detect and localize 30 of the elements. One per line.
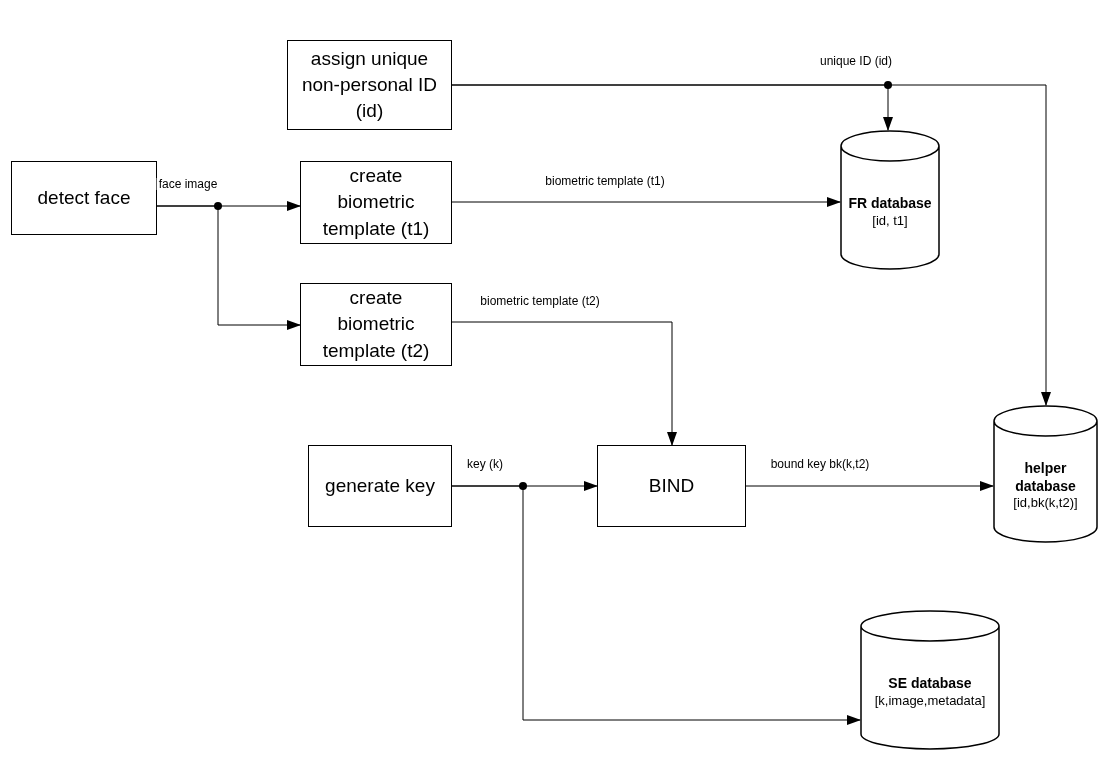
process-box <box>308 445 452 527</box>
process-box <box>597 445 746 527</box>
arrow <box>156 205 301 330</box>
database-name: SE database <box>887 675 973 693</box>
arrow <box>745 481 994 491</box>
arrow <box>451 197 841 207</box>
database-name: FR database <box>847 195 933 213</box>
process-box <box>11 161 157 235</box>
process-text: BIND <box>648 473 695 498</box>
arrow <box>451 84 1051 406</box>
edge-label: bound key bk(k,t2) <box>768 458 872 470</box>
arrow <box>451 321 677 446</box>
edge-label: biometric template (t2) <box>478 295 602 307</box>
process-text: create biometric template (t1) <box>321 164 431 241</box>
process-text: detect face <box>37 185 131 210</box>
arrow <box>451 485 861 725</box>
process-text: create biometric template (t2) <box>321 286 431 363</box>
edge-label: unique ID (id) <box>818 55 894 67</box>
database-name: helper database <box>1014 460 1077 496</box>
edge-label: key (k) <box>465 458 505 470</box>
process-box <box>300 161 452 244</box>
process-text: assign unique non-personal ID (id) <box>300 46 439 124</box>
database-fields: [id, t1] <box>868 212 912 229</box>
database-fields: [id,bk(k,t2)] <box>1009 495 1082 512</box>
process-box <box>287 40 452 130</box>
edge-label: biometric template (t1) <box>543 175 667 187</box>
process-box <box>300 283 452 366</box>
edge-label: face image <box>156 178 220 190</box>
database-fields: [k,image,metadata] <box>870 692 990 709</box>
process-text: generate key <box>325 473 435 498</box>
